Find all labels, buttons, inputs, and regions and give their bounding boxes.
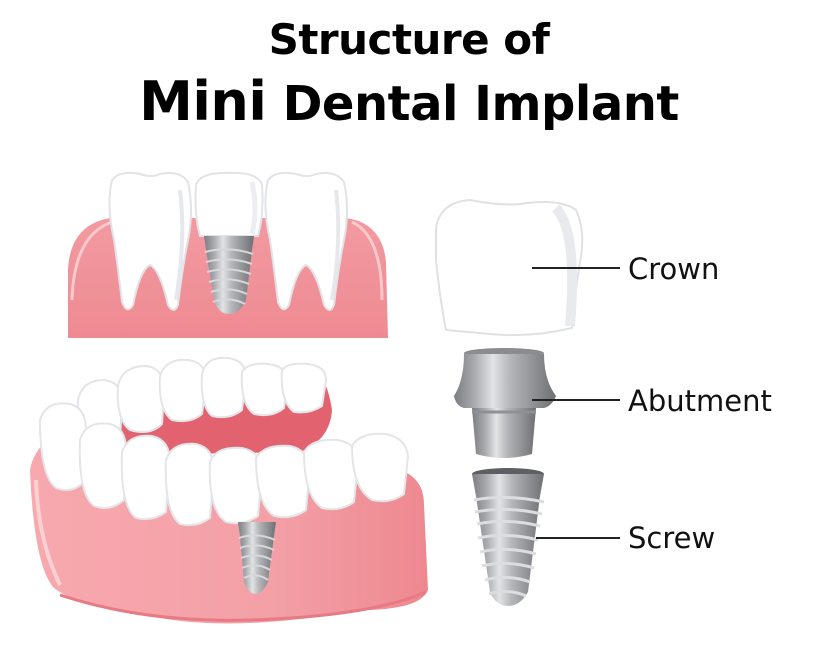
screw-label: Screw — [628, 521, 716, 555]
implant-crown-small-icon — [194, 171, 264, 237]
abutment-part-icon — [454, 348, 556, 458]
diagram-title-line1: Structure of — [268, 15, 550, 64]
lower-jaw-illustration — [30, 356, 428, 624]
abutment-leader-line — [532, 399, 620, 401]
crown-part-icon — [435, 198, 584, 337]
diagram-title-line2: Mini Dental Implant — [0, 72, 818, 134]
front-row-teeth-icon — [38, 402, 410, 527]
crown-label: Crown — [628, 252, 720, 286]
implant-screw-small-icon — [204, 236, 254, 314]
title-mini: Mini — [139, 70, 267, 133]
screw-part-icon — [472, 468, 545, 606]
jaw-implant-screw-icon — [238, 522, 276, 594]
screw-leader-line — [536, 537, 620, 539]
natural-tooth-right-icon — [264, 171, 348, 311]
crown-leader-line — [532, 267, 620, 269]
title-dental-implant: Dental Implant — [266, 76, 680, 132]
natural-tooth-left-icon — [108, 171, 192, 311]
gum-section-illustration — [68, 171, 388, 338]
abutment-label: Abutment — [628, 384, 772, 418]
